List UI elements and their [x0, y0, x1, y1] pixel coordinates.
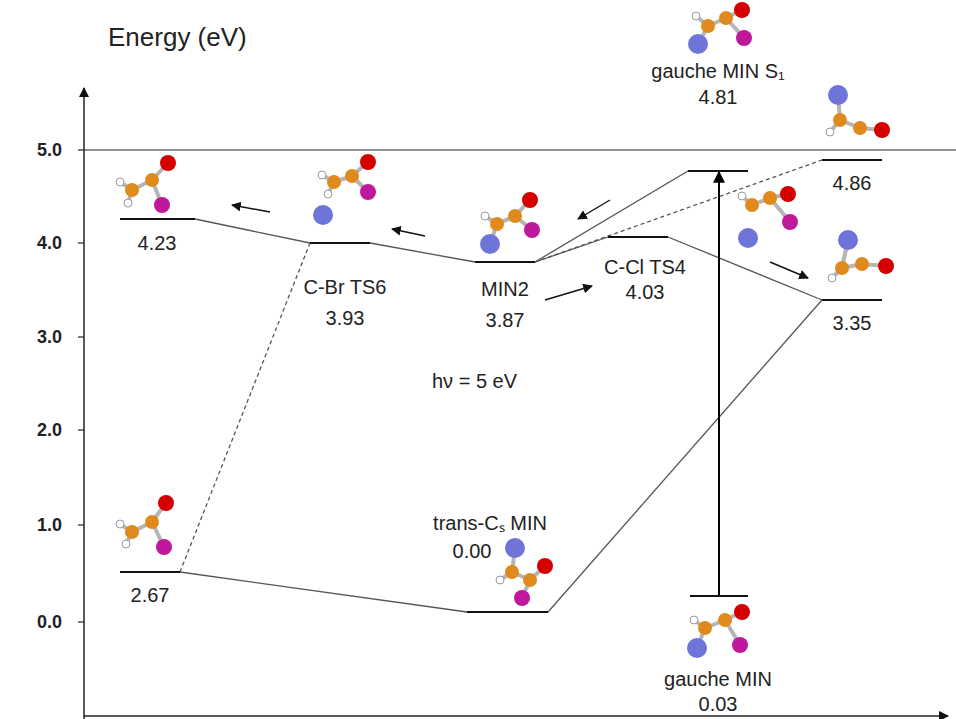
energy-level: 2.67 — [120, 571, 180, 573]
state-name: gauche MIN — [664, 668, 772, 690]
energy-value: 4.03 — [626, 281, 665, 303]
tick-label: 4.0 — [37, 233, 62, 253]
energy-value: 0.00 — [453, 540, 492, 562]
tick-label: 5.0 — [37, 140, 62, 160]
tick-label: 1.0 — [37, 515, 62, 535]
reaction-path — [548, 300, 822, 612]
energy-value: 4.81 — [699, 86, 738, 108]
energy-value: 4.86 — [833, 172, 872, 194]
reaction-path — [535, 237, 608, 262]
state-name: C-Cl TS4 — [604, 256, 686, 278]
energy-level: 4.23 — [120, 218, 195, 220]
energy-level: C-Cl TS44.03 — [608, 236, 668, 238]
state-name: trans-Cₛ MIN — [433, 512, 547, 534]
excitation-arrow — [718, 172, 720, 595]
reaction-path — [180, 572, 467, 612]
molecule-model — [826, 85, 890, 138]
molecule-model — [313, 154, 376, 225]
molecule-model — [687, 604, 750, 658]
state-name: MIN2 — [481, 278, 529, 300]
y-axis — [83, 88, 85, 719]
energy-level: gauche MIN S₁4.81 — [688, 170, 748, 172]
energy-level: trans-Cₛ MIN0.00 — [467, 611, 548, 613]
state-name: gauche MIN S₁ — [651, 60, 784, 82]
energy-value: 3.93 — [326, 307, 365, 329]
molecule-model — [496, 538, 553, 606]
tick-label: 2.0 — [37, 420, 62, 440]
axis-title: Energy (eV) — [108, 22, 247, 52]
reaction-path — [370, 243, 475, 262]
reaction-path — [535, 160, 822, 262]
reaction-path — [535, 171, 688, 262]
reaction-path — [195, 219, 310, 243]
molecule-model — [738, 186, 798, 248]
energy-level: 4.86 — [822, 159, 882, 161]
energy-value: 3.87 — [486, 309, 525, 331]
energy-level: MIN23.87 — [475, 261, 535, 263]
state-name: C-Br TS6 — [304, 276, 387, 298]
reference-line — [84, 149, 956, 150]
energy-value: 4.23 — [138, 232, 177, 254]
molecule-model — [480, 192, 540, 254]
edge-label: hν = 5 eV — [430, 370, 519, 392]
reaction-path — [180, 243, 310, 572]
molecule-model — [116, 495, 174, 555]
molecule-model — [116, 155, 176, 213]
energy-value: 3.35 — [833, 312, 872, 334]
molecule-model — [688, 2, 752, 54]
energy-value: 2.67 — [131, 584, 170, 606]
direction-arrows — [232, 200, 808, 300]
tick-label: 0.0 — [37, 612, 62, 632]
molecule-model — [828, 230, 894, 282]
axis-ticks — [78, 150, 84, 622]
energy-level: 3.35 — [822, 299, 882, 301]
energy-value: 0.03 — [699, 693, 738, 715]
energy-level: gauche MIN0.03 — [690, 595, 748, 597]
energy-level: C-Br TS63.93 — [310, 242, 370, 244]
x-axis — [84, 715, 948, 717]
tick-label: 3.0 — [37, 327, 62, 347]
